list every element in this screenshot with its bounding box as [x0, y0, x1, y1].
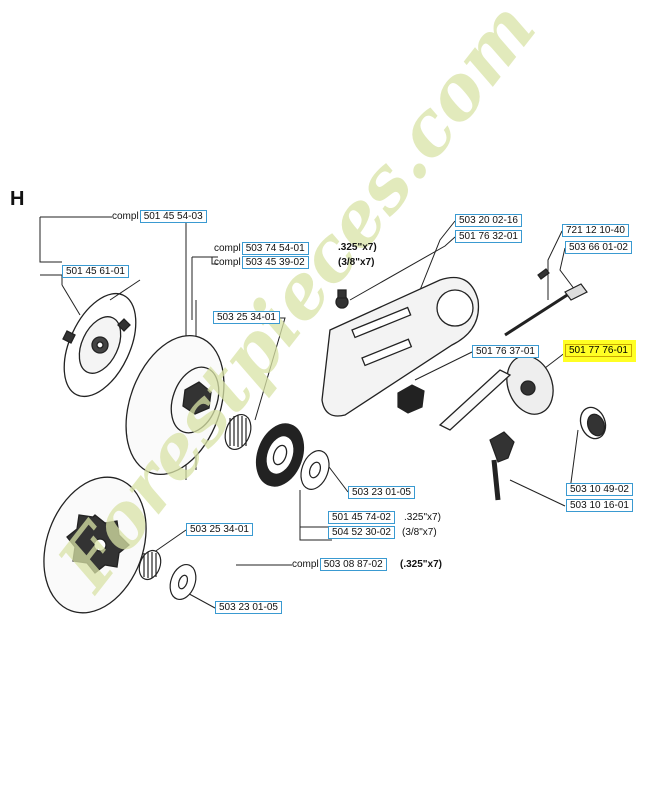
compl-prefix: compl [112, 211, 139, 222]
adjuster-screw-drawing [504, 268, 588, 337]
needle-bearing-drawing [224, 413, 252, 451]
spur-drum-drawing [43, 476, 147, 614]
leader-line [544, 351, 567, 369]
leader-line [349, 236, 456, 301]
part-label-needle-bearing-b[interactable]: 503 25 34-01 [186, 523, 253, 536]
part-number: 501 77 76-01 [565, 344, 632, 357]
part-number: 503 25 34-01 [186, 523, 253, 536]
note-38-a: (3/8"x7) [338, 257, 375, 268]
part-label-rim-sprocket-a[interactable]: 501 45 74-02 [328, 511, 395, 524]
part-number: 503 23 01-05 [348, 486, 415, 499]
note-325-a: .325"x7) [338, 242, 377, 253]
part-label-guide-plate[interactable]: 501 76 32-01 [455, 230, 522, 243]
compl-prefix: compl [214, 257, 241, 268]
part-label-adjuster-screw[interactable]: 503 66 01-02 [565, 241, 632, 254]
note-38-b: (3/8"x7) [402, 527, 437, 538]
bar-bolt-drawing [489, 431, 515, 501]
leader-line [509, 479, 566, 507]
small-washer-drawing [169, 563, 197, 601]
part-number: 501 76 32-01 [455, 230, 522, 243]
worm-gear-drawing [579, 406, 607, 440]
leader-line [559, 247, 576, 291]
leader-line [61, 284, 81, 316]
part-label-washer-a[interactable]: 503 23 01-05 [348, 486, 415, 499]
part-number: 503 45 39-02 [241, 256, 309, 269]
oil-pump-drawing [438, 355, 554, 431]
part-number: 501 45 74-02 [328, 511, 395, 524]
part-label-washer-b[interactable]: 503 23 01-05 [215, 601, 282, 614]
clutch-assembly-drawing [62, 292, 137, 398]
leader-line [547, 230, 563, 300]
part-label-nut[interactable]: 501 76 37-01 [472, 345, 539, 358]
leader-line [299, 527, 332, 541]
section-heading: H [10, 188, 25, 210]
part-label-pin[interactable]: 721 12 10-40 [562, 224, 629, 237]
part-label-oil-pump-highlighted[interactable]: 501 77 76-01 [563, 340, 636, 362]
leader-line [211, 257, 218, 265]
compl-prefix: compl [214, 243, 241, 254]
rim-sprocket-drawing [255, 423, 305, 487]
part-number: 501 76 37-01 [472, 345, 539, 358]
part-number: 503 10 16-01 [566, 499, 633, 512]
note-325-c: (.325"x7) [400, 559, 442, 570]
part-number: 501 45 61-01 [62, 265, 129, 278]
small-bearing-drawing [138, 549, 162, 581]
leader-line [39, 217, 62, 263]
leader-line [569, 429, 579, 491]
part-number: 503 74 54-01 [241, 242, 309, 255]
part-number: 503 10 49-02 [566, 483, 633, 496]
part-label-screw[interactable]: 503 20 02-16 [455, 214, 522, 227]
washer-drawing [300, 450, 330, 490]
leader-line [40, 274, 63, 285]
part-number: 503 25 34-01 [213, 311, 280, 324]
part-label-worm-gear[interactable]: 503 10 49-02 [566, 483, 633, 496]
leader-line [419, 220, 456, 291]
leader-line [191, 256, 218, 320]
chain-guide-plate-drawing [321, 276, 480, 417]
nut-drawing [397, 384, 425, 414]
part-label-needle-bearing-a[interactable]: 503 25 34-01 [213, 311, 280, 324]
part-number: 503 66 01-02 [565, 241, 632, 254]
note-325-b: .325"x7) [404, 512, 441, 523]
clutch-drum-drawing [125, 334, 225, 476]
part-number: 503 08 87-02 [319, 558, 387, 571]
part-number: 721 12 10-40 [562, 224, 629, 237]
part-label-bolt[interactable]: 503 10 16-01 [566, 499, 633, 512]
compl-prefix: compl [292, 559, 319, 570]
part-label-clutch[interactable]: 501 45 61-01 [62, 265, 129, 278]
part-number: 503 23 01-05 [215, 601, 282, 614]
part-number: 503 20 02-16 [455, 214, 522, 227]
part-number: 504 52 30-02 [328, 526, 395, 539]
part-label-rim-sprocket-b[interactable]: 504 52 30-02 [328, 526, 395, 539]
leader-line [109, 279, 141, 301]
leader-line [414, 351, 473, 381]
part-number: 501 45 54-03 [139, 210, 207, 223]
leader-line [213, 317, 286, 421]
